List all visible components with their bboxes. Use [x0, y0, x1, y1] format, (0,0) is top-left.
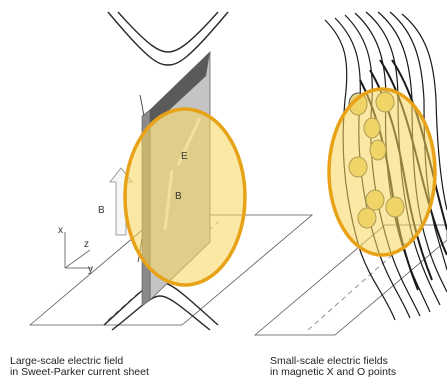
left-panel	[30, 12, 312, 330]
axes-icon	[65, 232, 92, 268]
sheet-label-b: B	[175, 191, 182, 202]
left-caption: Large-scale electric field in Sweet-Park…	[10, 356, 149, 378]
sheet-label-e: E	[181, 151, 188, 162]
right-panel	[255, 12, 447, 335]
axis-label-z: z	[84, 239, 89, 250]
right-caption-line2: in magnetic X and O points	[270, 367, 396, 378]
left-caption-line2: in Sweet-Parker current sheet	[10, 367, 149, 378]
axis-label-y: y	[88, 264, 93, 275]
right-caption: Small-scale electric fields in magnetic …	[270, 356, 396, 378]
left-highlight-ellipse	[125, 109, 245, 285]
right-highlight-ellipse	[329, 89, 435, 255]
axis-label-x: x	[58, 225, 63, 236]
field-label-b: B	[98, 205, 105, 216]
